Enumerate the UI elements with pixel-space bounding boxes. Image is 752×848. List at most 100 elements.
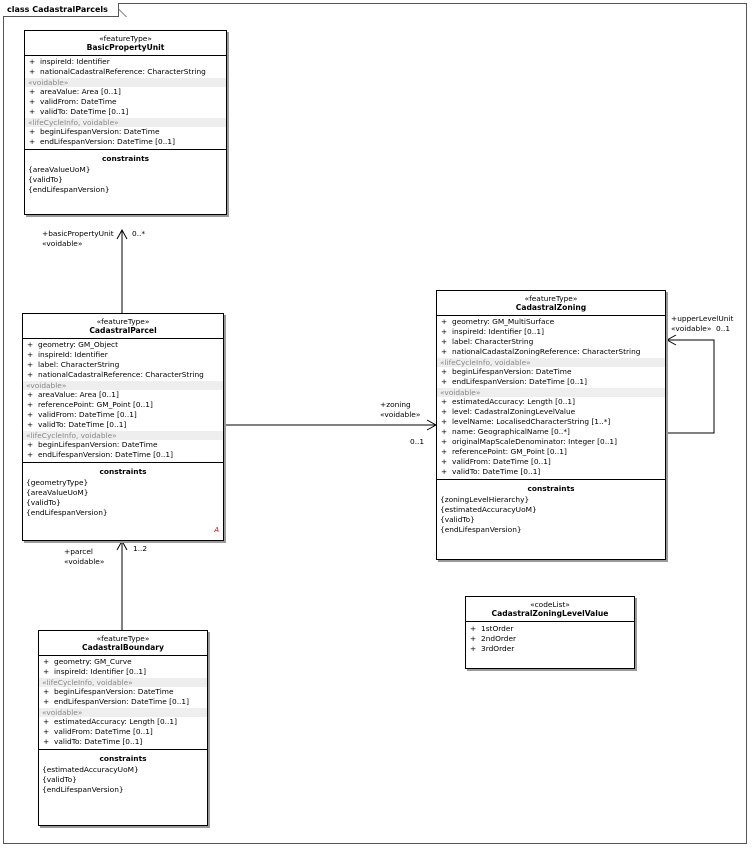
attribute-row: +endLifespanVersion: DateTime [0..1] xyxy=(441,377,587,386)
parcel-role-label: +parcel xyxy=(64,547,93,556)
diagram-title: class CadastralParcels xyxy=(3,3,119,17)
constraint: {validTo} xyxy=(28,175,63,184)
attribute-row: +areaValue: Area [0..1] xyxy=(29,87,121,96)
code-literal: +3rdOrder xyxy=(470,644,515,653)
constraint: {validTo} xyxy=(26,498,61,507)
zoning-role-label: +zoning xyxy=(380,400,411,409)
attribute-group-label: «lifeCycleInfo, voidable» xyxy=(437,358,665,367)
attribute-row: +estimatedAccuracy: Length [0..1] xyxy=(43,717,177,726)
constraint: {areaValueUoM} xyxy=(28,165,91,174)
attribute-group-label: «voidable» xyxy=(23,381,223,390)
assoc-zoning-self-arrowhead xyxy=(665,334,677,346)
attribute-group-label: «lifeCycleInfo, voidable» xyxy=(39,678,207,687)
class-cadastral-zoning[interactable]: «featureType» CadastralZoning +geometry:… xyxy=(436,290,666,560)
constraint: {endLifespanVersion} xyxy=(440,525,522,534)
class-header: «featureType» CadastralParcel xyxy=(23,314,223,339)
attribute-row: +levelName: LocalisedCharacterString [1.… xyxy=(441,417,611,426)
class-header: «featureType» CadastralBoundary xyxy=(39,631,207,656)
attribute-row: +referencePoint: GM_Point [0..1] xyxy=(441,447,567,456)
attribute-compartment: +geometry: GM_Object +inspireId: Identif… xyxy=(23,339,223,463)
class-stereotype: «featureType» xyxy=(96,317,150,326)
attribute-row: +validTo: DateTime [0..1] xyxy=(43,737,143,746)
upper-level-multiplicity: 0..1 xyxy=(716,324,731,333)
attribute-row: +validFrom: DateTime [0..1] xyxy=(43,727,153,736)
attribute-row: +label: CharacterString xyxy=(27,360,120,369)
constraint: {validTo} xyxy=(440,515,475,524)
attribute-group-label: «lifeCycleInfo, voidable» xyxy=(25,118,226,127)
constraint: {endLifespanVersion} xyxy=(28,185,110,194)
constraint: {validTo} xyxy=(42,775,77,784)
class-cadastral-parcel[interactable]: «featureType» CadastralParcel +geometry:… xyxy=(22,313,224,541)
attribute-row: +validFrom: DateTime [0..1] xyxy=(441,457,551,466)
zoning-multiplicity: 0..1 xyxy=(410,437,425,446)
class-cadastral-zoning-level-value[interactable]: «codeList» CadastralZoningLevelValue +1s… xyxy=(465,596,635,669)
class-cadastral-boundary[interactable]: «featureType» CadastralBoundary +geometr… xyxy=(38,630,208,826)
attribute-group-label: «voidable» xyxy=(25,78,226,87)
attribute-row: +beginLifespanVersion: DateTime xyxy=(441,367,572,376)
class-name: CadastralZoning xyxy=(515,303,587,312)
attribute-row: +endLifespanVersion: DateTime [0..1] xyxy=(29,137,175,146)
upper-level-role-stereotype: «voidable» xyxy=(671,324,712,333)
attribute-row: +inspireId: Identifier [0..1] xyxy=(441,327,544,336)
attribute-row: +referencePoint: GM_Point [0..1] xyxy=(27,400,153,409)
attribute-row: +endLifespanVersion: DateTime [0..1] xyxy=(27,450,173,459)
bpu-role-label: +basicPropertyUnit xyxy=(42,229,114,238)
upper-level-role-label: +upperLevelUnit xyxy=(671,314,734,323)
attribute-row: +beginLifespanVersion: DateTime xyxy=(29,127,160,136)
assoc-zoning-self-line xyxy=(666,339,715,434)
constraint: {zoningLevelHierarchy} xyxy=(440,495,530,504)
attribute-row: +geometry: GM_MultiSurface xyxy=(441,317,555,326)
class-name: CadastralParcel xyxy=(89,326,157,335)
class-header: «featureType» BasicPropertyUnit xyxy=(25,31,226,56)
attribute-compartment: +inspireId: Identifier +nationalCadastra… xyxy=(25,56,226,150)
class-header: «codeList» CadastralZoningLevelValue xyxy=(466,597,634,622)
attribute-group-label: «voidable» xyxy=(39,708,207,717)
attribute-row: +areaValue: Area [0..1] xyxy=(27,390,119,399)
zoning-role-stereotype: «voidable» xyxy=(380,410,421,419)
attribute-row: +validTo: DateTime [0..1] xyxy=(27,420,127,429)
attribute-group-label: «lifeCycleInfo, voidable» xyxy=(23,431,223,440)
class-stereotype: «featureType» xyxy=(99,34,152,43)
attribute-row: +label: CharacterString xyxy=(441,337,534,346)
attribute-row: +nationalCadastralReference: CharacterSt… xyxy=(27,370,204,379)
literal-compartment: +1stOrder +2ndOrder +3rdOrder xyxy=(466,622,634,656)
element-marker: A xyxy=(214,526,219,534)
attribute-row: +endLifespanVersion: DateTime [0..1] xyxy=(43,697,189,706)
attribute-row: +validFrom: DateTime xyxy=(29,97,117,106)
class-header: «featureType» CadastralZoning xyxy=(437,291,665,316)
constraints-title: constraints xyxy=(527,484,575,493)
code-literal: +2ndOrder xyxy=(470,634,517,643)
attribute-row: +geometry: GM_Curve xyxy=(43,657,132,666)
assoc-parcel-bpu-arrowhead xyxy=(116,228,128,240)
constraint: {endLifespanVersion} xyxy=(42,785,124,794)
attribute-row: +inspireId: Identifier xyxy=(29,57,110,66)
attribute-row: +level: CadastralZoningLevelValue xyxy=(441,407,576,416)
class-name: CadastralZoningLevelValue xyxy=(491,609,609,618)
attribute-row: +estimatedAccuracy: Length [0..1] xyxy=(441,397,575,406)
class-stereotype: «codeList» xyxy=(530,600,570,609)
code-literal: +1stOrder xyxy=(470,624,514,633)
attribute-row: +originalMapScaleDenominator: Integer [0… xyxy=(441,437,617,446)
attribute-row: +beginLifespanVersion: DateTime xyxy=(27,440,158,449)
constraint: {areaValueUoM} xyxy=(26,488,89,497)
assoc-boundary-parcel-arrowhead xyxy=(116,539,128,551)
constraint: {endLifespanVersion} xyxy=(26,508,108,517)
constraints-title: constraints xyxy=(101,154,149,163)
class-name: CadastralBoundary xyxy=(82,643,164,652)
parcel-multiplicity: 1..2 xyxy=(133,544,148,553)
attribute-row: +inspireId: Identifier [0..1] xyxy=(43,667,146,676)
attribute-group-label: «voidable» xyxy=(437,388,665,397)
constraint: {estimatedAccuracyUoM} xyxy=(440,505,537,514)
class-stereotype: «featureType» xyxy=(96,634,150,643)
attribute-row: +validTo: DateTime [0..1] xyxy=(29,107,129,116)
parcel-role-stereotype: «voidable» xyxy=(64,557,105,566)
attribute-row: +name: GeographicalName [0..*] xyxy=(441,427,570,436)
constraints-title: constraints xyxy=(99,467,147,476)
attribute-compartment: +geometry: GM_Curve +inspireId: Identifi… xyxy=(39,656,207,750)
constraint: {estimatedAccuracyUoM} xyxy=(42,765,139,774)
class-basic-property-unit[interactable]: «featureType» BasicPropertyUnit +inspire… xyxy=(24,30,227,215)
class-stereotype: «featureType» xyxy=(524,294,578,303)
bpu-role-stereotype: «voidable» xyxy=(42,239,83,248)
bpu-multiplicity: 0..* xyxy=(132,229,146,238)
